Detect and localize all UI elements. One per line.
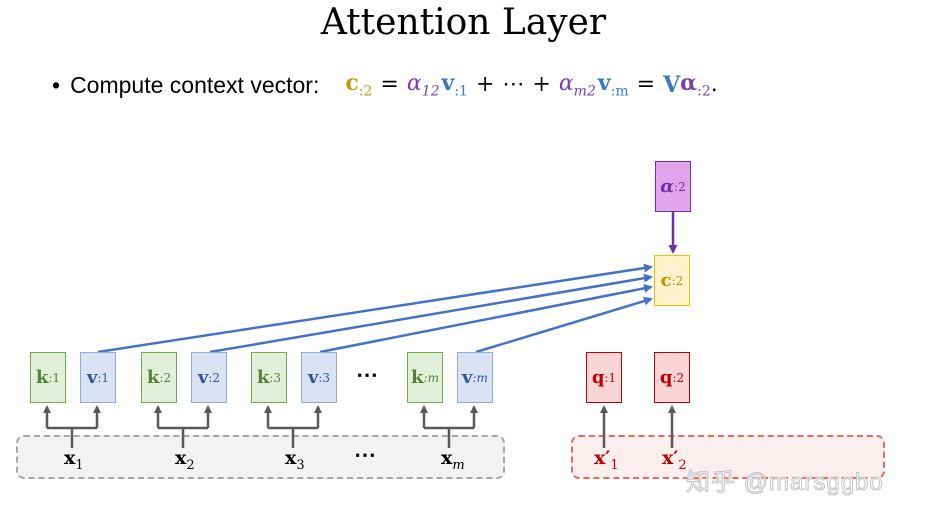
query-sequence-container: [571, 435, 885, 479]
query-input-x1: x′1: [594, 447, 619, 473]
fork-x1: [43, 405, 101, 448]
value-box-1: v:1: [80, 352, 116, 403]
key-box-1: k:1: [30, 352, 66, 403]
value-box-3: v:3: [301, 352, 337, 403]
formula-alpha12: α12: [406, 70, 440, 100]
arrow-vm-c: [475, 296, 653, 354]
input-xm: xm: [441, 447, 465, 473]
arrow-v1-c: [97, 263, 653, 354]
input-sequence-container: [16, 435, 505, 479]
input-x3: x3: [285, 447, 305, 473]
fork-x3: [264, 405, 322, 448]
input-ellipsis: ⋯: [354, 442, 376, 468]
page-title: Attention Layer: [320, 2, 607, 43]
formula-v1: v:1: [441, 70, 468, 100]
formula-plus: +: [475, 72, 495, 98]
formula-alpham2: αm2: [558, 70, 596, 100]
formula-period: .: [710, 72, 718, 98]
formula-ellipsis: ⋯: [502, 72, 525, 98]
value-box-2: v:2: [191, 352, 227, 403]
formula-vm: v:m: [597, 70, 629, 100]
value-box-m: v:m: [457, 352, 493, 403]
key-box-3: k:3: [251, 352, 287, 403]
context-vector-box: c:2: [654, 255, 690, 306]
formula-equals-2: =: [636, 72, 656, 98]
formula-equals: =: [380, 72, 399, 98]
input-x2: x2: [175, 447, 195, 473]
key-box-m: k:m: [407, 352, 443, 403]
query-box-2: q:2: [654, 352, 690, 403]
arrow-v3-c: [319, 283, 653, 354]
query-box-1: q:1: [586, 352, 622, 403]
query-input-x2: x′2: [662, 447, 687, 473]
kv-ellipsis: ⋯: [356, 362, 378, 388]
alpha-box: α:2: [655, 161, 691, 212]
formula-V: V: [663, 71, 681, 98]
arrow-v2-c: [209, 273, 653, 354]
fork-xm: [420, 405, 478, 448]
watermark-text: 知乎 @marsggbo: [686, 469, 884, 497]
formula-plus-2: +: [532, 72, 551, 98]
input-x1: x1: [64, 447, 84, 473]
formula-c: c:2: [345, 70, 373, 100]
bullet-compute-context: • Compute context vector: c:2 = α12 v:1 …: [52, 68, 718, 102]
key-box-2: k:2: [141, 352, 177, 403]
context-vector-formula: c:2 = α12 v:1 + ⋯ + αm2 v:m = V α:2 .: [345, 70, 717, 99]
bullet-dot-icon: •: [52, 71, 61, 98]
formula-alpha-vec: α:2: [680, 70, 711, 100]
fork-x2: [154, 405, 212, 448]
bullet-text: Compute context vector:: [70, 71, 320, 98]
